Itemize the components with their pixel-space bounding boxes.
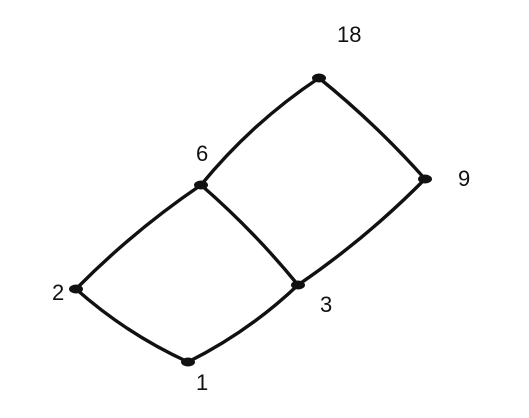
node-1 [181, 357, 195, 367]
node-2 [69, 284, 83, 294]
node-label-6: 6 [196, 141, 208, 166]
node-label-1: 1 [196, 370, 208, 395]
edge-3-9 [296, 177, 427, 287]
edge-6-18 [199, 76, 321, 187]
node-9 [418, 174, 432, 184]
edge-2-6 [74, 183, 203, 291]
node-label-3: 3 [320, 292, 332, 317]
node-3 [291, 280, 305, 290]
node-label-9: 9 [458, 166, 470, 191]
nodes-layer [69, 73, 432, 367]
node-label-2: 2 [52, 280, 64, 305]
edge-3-6 [199, 183, 300, 287]
node-6 [194, 180, 208, 190]
node-label-18: 18 [337, 22, 361, 47]
edge-1-3 [186, 283, 300, 364]
node-18 [312, 73, 326, 83]
labels-layer: 1 2 3 6 9 18 [52, 22, 470, 395]
edge-9-18 [317, 76, 427, 181]
edge-1-2 [74, 287, 190, 364]
edges-layer [74, 76, 427, 364]
